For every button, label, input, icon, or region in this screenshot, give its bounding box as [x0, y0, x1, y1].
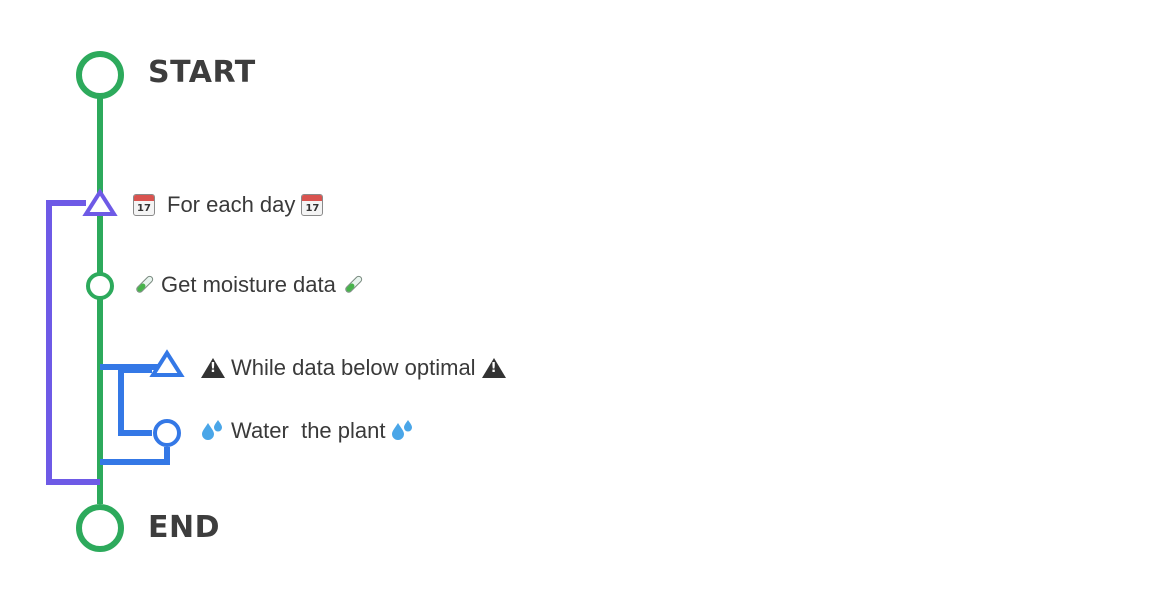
start-node: [76, 51, 124, 99]
step-label-text: Water the plant: [231, 418, 386, 443]
step-label-text: For each day: [167, 192, 296, 217]
warning-icon: !: [201, 358, 225, 378]
step-label-text: While data below optimal: [231, 355, 476, 380]
step-while-below-optimal: ! While data below optimal !: [201, 357, 506, 379]
step-for-each-day: 17 For each day 17: [133, 192, 324, 217]
calendar-icon: 17: [301, 194, 324, 216]
test-tube-icon: [345, 275, 363, 293]
end-node: [76, 504, 124, 552]
warning-icon: !: [481, 358, 506, 378]
end-label: END: [148, 510, 221, 545]
water-drops-icon: [392, 420, 413, 440]
outer-loop-line: [46, 200, 100, 485]
test-tube-icon: [136, 275, 154, 293]
inner-loop-return-line: [118, 367, 152, 436]
for-each-loop-marker: [82, 188, 118, 216]
get-moisture-step-node: [86, 272, 114, 300]
water-drops-icon: [202, 420, 222, 440]
step-label-text: Get moisture data: [161, 272, 336, 297]
inner-loop-exit-line: [100, 447, 170, 465]
calendar-icon: 17: [133, 194, 155, 216]
water-step-node: [153, 419, 181, 447]
step-water-the-plant: Water the plant: [201, 420, 415, 442]
step-get-moisture-data: Get moisture data: [133, 274, 364, 296]
start-label: START: [148, 55, 256, 90]
while-loop-marker: [149, 349, 185, 377]
